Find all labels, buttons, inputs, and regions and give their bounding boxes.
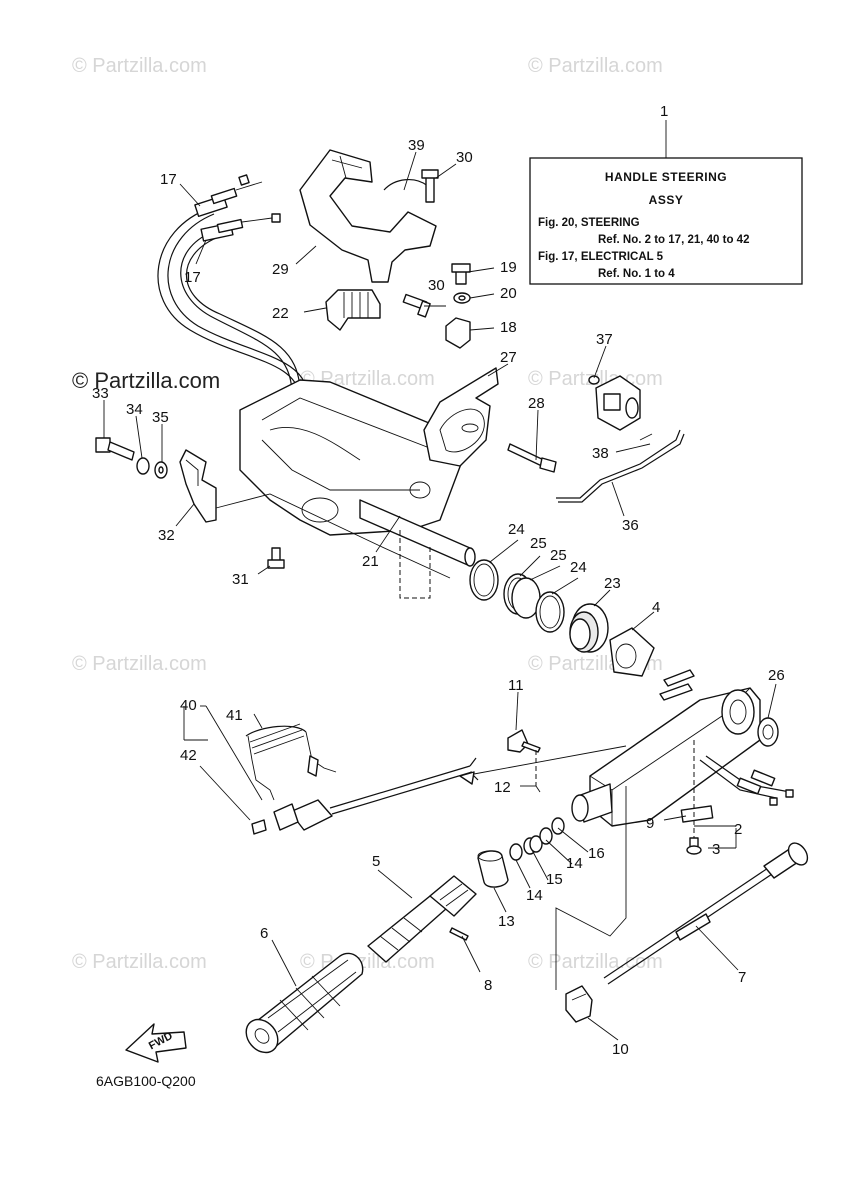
callout-11: 11 [508, 677, 524, 694]
lower-assembly [245, 669, 809, 1054]
callout-13: 13 [498, 913, 515, 930]
watermark: © Partzilla.com [72, 653, 207, 675]
seal-stack [469, 559, 655, 677]
callout-19: 19 [500, 259, 517, 276]
info-line-3: Fig. 17, ELECTRICAL 5 [538, 251, 664, 263]
callout-38: 38 [592, 445, 609, 462]
callout-27: 27 [500, 349, 517, 366]
info-line-2: Ref. No. 2 to 17, 21, 40 to 42 [598, 234, 749, 246]
callout-24a: 24 [508, 521, 525, 538]
callout-6: 6 [260, 925, 268, 942]
callout-41: 41 [226, 707, 243, 724]
callout-31: 31 [232, 571, 249, 588]
diagram-code: 6AGB100-Q200 [96, 1073, 196, 1089]
callout-42: 42 [180, 747, 197, 764]
info-line-4: Ref. No. 1 to 4 [598, 268, 675, 280]
callout-7: 7 [738, 969, 746, 986]
callout-39: 39 [408, 137, 425, 154]
watermark: © Partzilla.com [72, 951, 207, 973]
callouts: 2 3 4 5 6 7 8 9 10 11 12 13 14 14 15 16 … [92, 137, 785, 1058]
callout-16: 16 [588, 845, 605, 862]
callout-32: 32 [158, 527, 175, 544]
callout-22: 22 [272, 305, 289, 322]
watermark: © Partzilla.com [300, 951, 435, 973]
watermark: © Partzilla.com [72, 55, 207, 77]
leader-lines [103, 151, 777, 1041]
callout-28: 28 [528, 395, 545, 412]
callout-30b: 30 [428, 277, 445, 294]
callout-20: 20 [500, 285, 517, 302]
partzilla-logo-text: © Partzilla.com [72, 368, 220, 393]
callout-14a: 14 [526, 887, 543, 904]
fwd-arrow-icon: FWD [125, 1023, 187, 1063]
callout-37: 37 [596, 331, 613, 348]
callout-12: 12 [494, 779, 511, 796]
info-title-1: HANDLE STEERING [605, 170, 727, 184]
callout-4: 4 [652, 599, 660, 616]
callout-36: 36 [622, 517, 639, 534]
callout-14b: 14 [566, 855, 583, 872]
callout-1: 1 [660, 103, 668, 120]
callout-15: 15 [546, 871, 563, 888]
watermark: © Partzilla.com [528, 951, 663, 973]
upper-assembly [95, 149, 685, 599]
callout-25a: 25 [530, 535, 547, 552]
callout-3: 3 [712, 841, 720, 858]
info-line-1: Fig. 20, STEERING [538, 217, 640, 229]
callout-35: 35 [152, 409, 169, 426]
callout-8: 8 [484, 977, 492, 994]
callout-34: 34 [126, 401, 143, 418]
callout-17a: 17 [160, 171, 177, 188]
callout-10: 10 [612, 1041, 629, 1058]
callout-9: 9 [646, 815, 654, 832]
callout-21: 21 [362, 553, 379, 570]
callout-26: 26 [768, 667, 785, 684]
callout-23: 23 [604, 575, 621, 592]
callout-40: 40 [180, 697, 197, 714]
callout-5: 5 [372, 853, 380, 870]
info-box: 1 HANDLE STEERING ASSY Fig. 20, STEERING… [529, 103, 803, 285]
callout-24b: 24 [570, 559, 587, 576]
callout-30a: 30 [456, 149, 473, 166]
callout-25b: 25 [550, 547, 567, 564]
watermark: © Partzilla.com [528, 55, 663, 77]
callout-33: 33 [92, 385, 109, 402]
callout-17b: 17 [184, 269, 201, 286]
info-title-2: ASSY [649, 193, 684, 207]
callout-29: 29 [272, 261, 289, 278]
callout-18: 18 [500, 319, 517, 336]
callout-2: 2 [734, 821, 742, 838]
